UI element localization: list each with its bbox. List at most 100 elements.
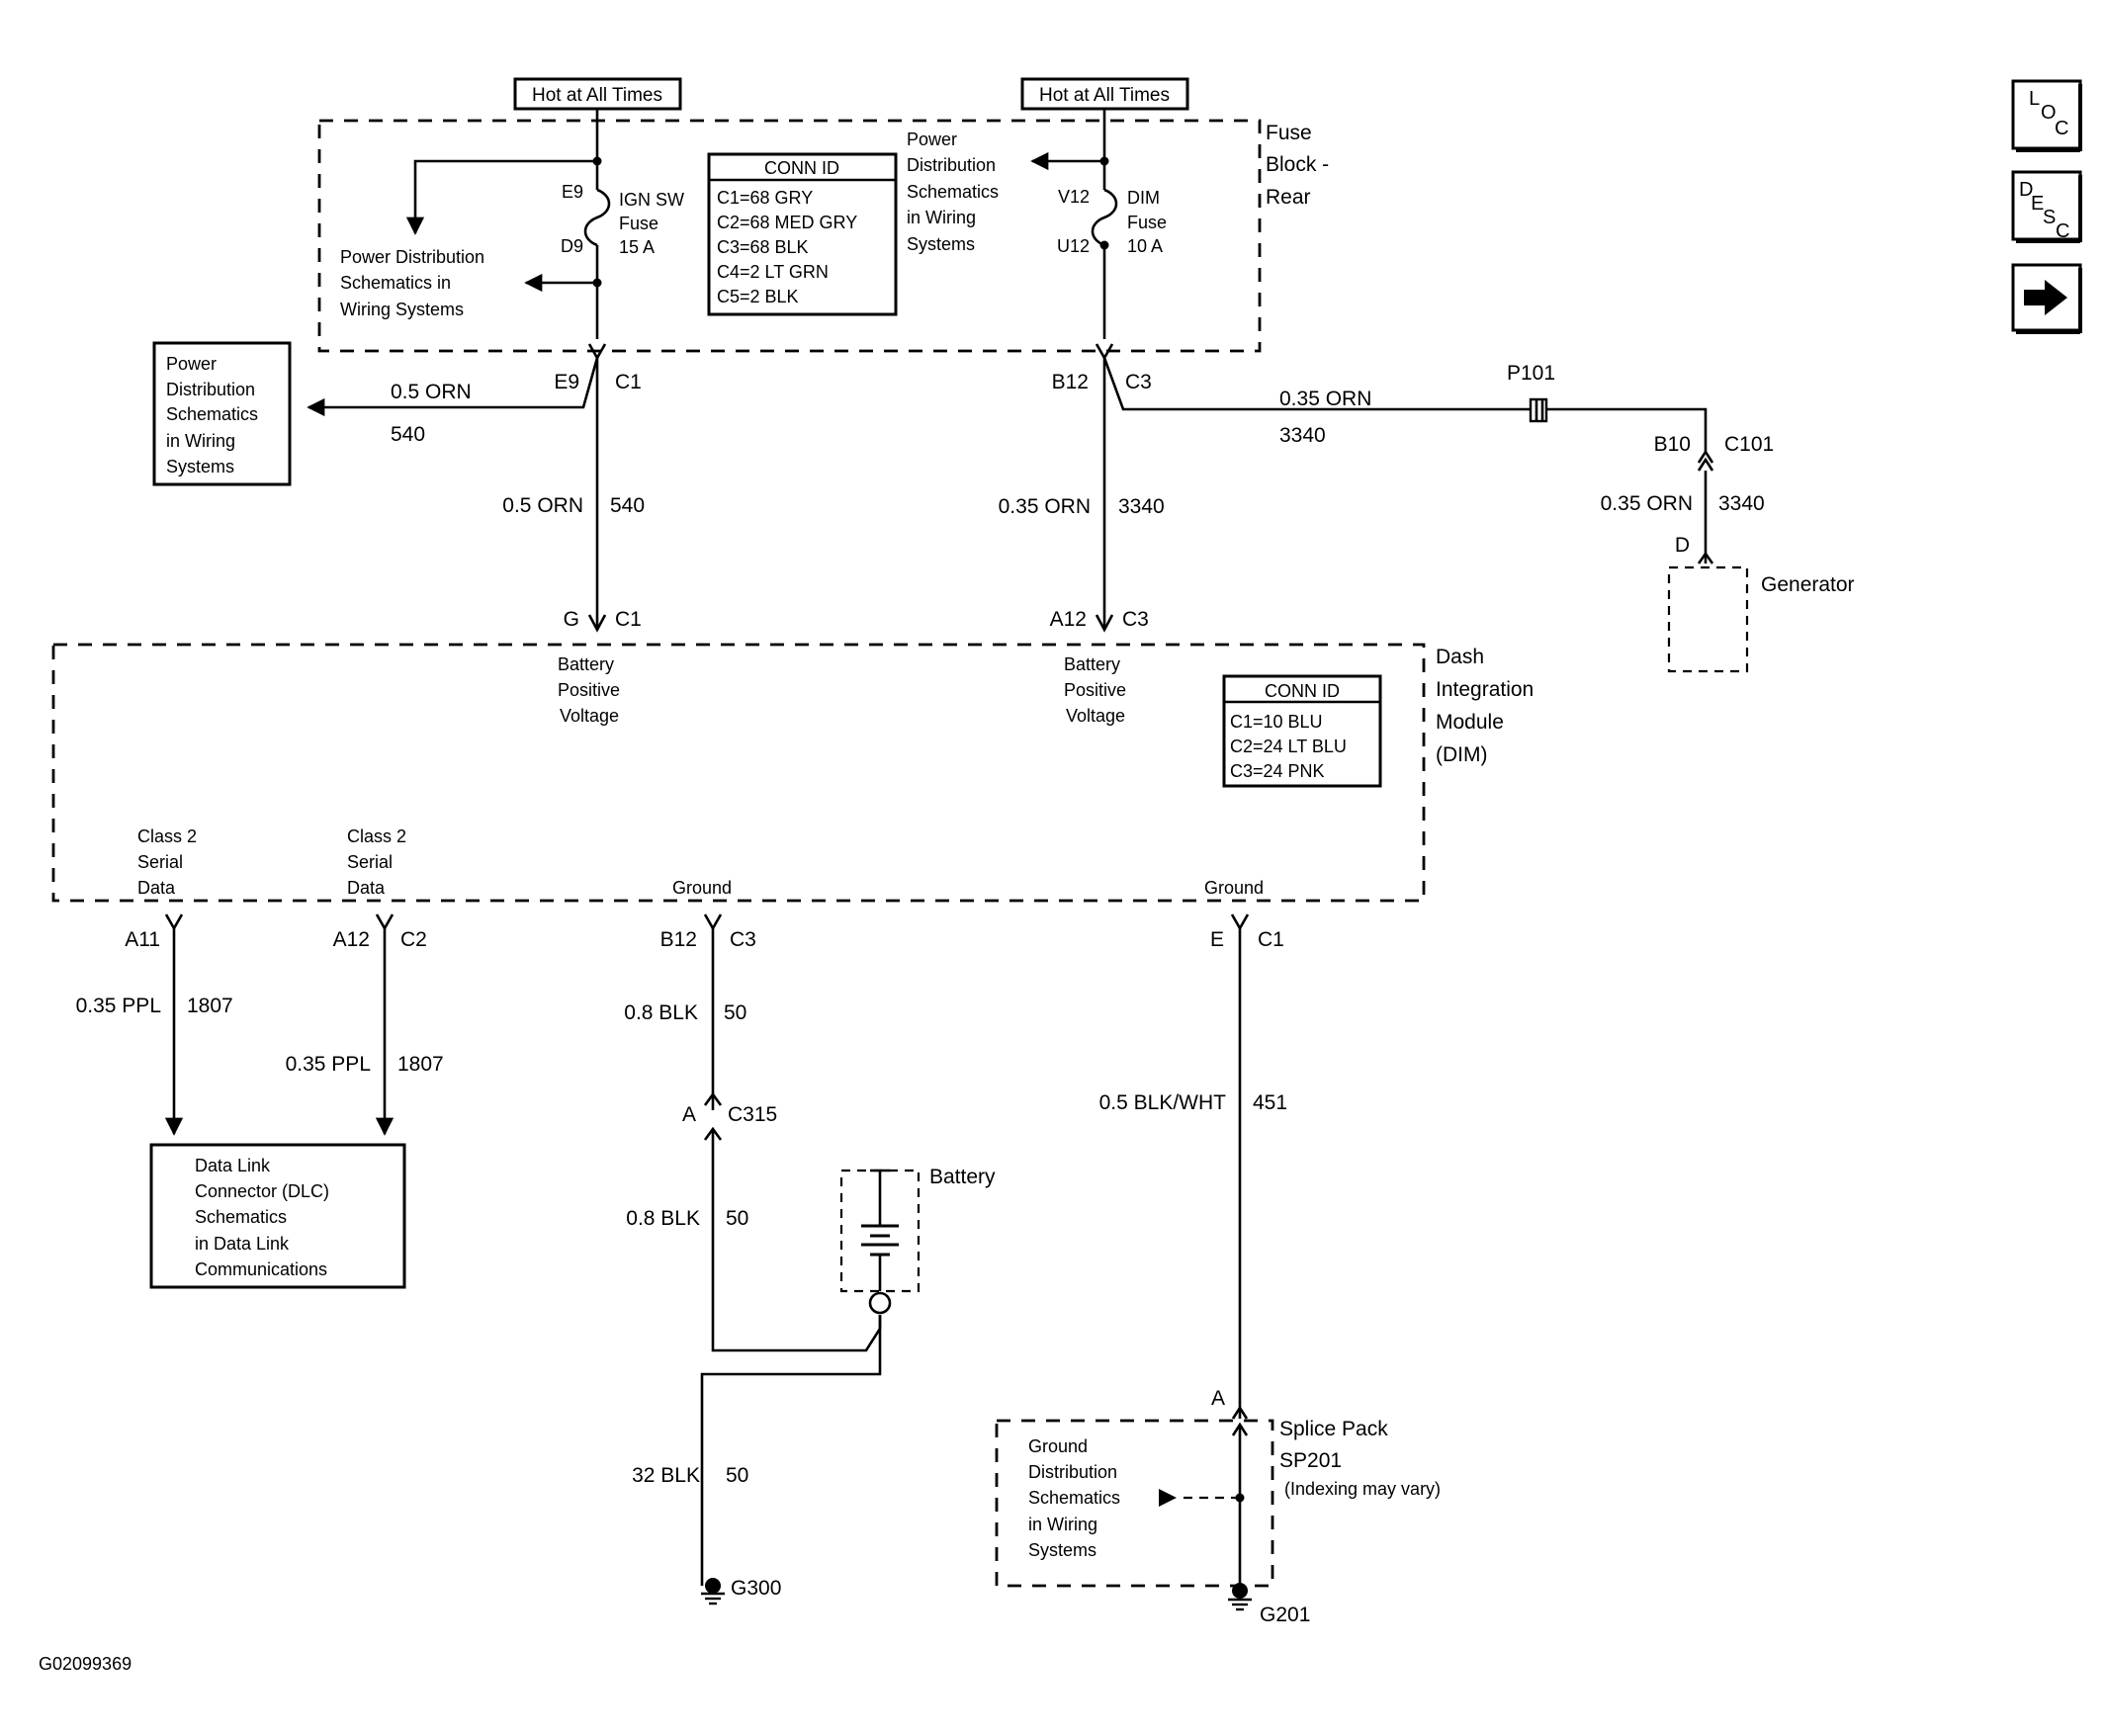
fuse-left-name-1: IGN SW: [619, 190, 684, 210]
wire-451-gauge: 0.5 BLK/WHT: [1099, 1091, 1227, 1114]
conn-b10-pin: B10: [1654, 433, 1691, 456]
dlc-line-3: Schematics: [195, 1207, 287, 1227]
wire-50-b-gauge: 0.8 BLK: [626, 1207, 700, 1230]
next-button[interactable]: [2011, 263, 2082, 334]
pd-left-line-1: Power Distribution: [340, 247, 484, 267]
conn-id-row-2: C2=68 MED GRY: [717, 213, 857, 232]
desc-e: E: [2031, 193, 2044, 215]
dlc-box: Data Link Connector (DLC) Schematics in …: [149, 1143, 406, 1289]
bpv-left-1: Battery: [558, 654, 614, 674]
gd-line-1: Ground: [1028, 1436, 1088, 1456]
pd-box-line-1: Power: [166, 354, 217, 374]
loc-l: L: [2029, 88, 2040, 110]
wire-1807-b-gauge: 0.35 PPL: [286, 1053, 371, 1076]
class2-a-3: Data: [137, 878, 176, 898]
conn-e9-c1: C1: [615, 371, 642, 393]
class2-b-2: Serial: [347, 852, 393, 872]
wire-50-c-gauge: 32 BLK: [632, 1464, 700, 1487]
p101-inline: [1529, 397, 1548, 423]
conn-id-title: CONN ID: [764, 158, 839, 178]
fuse-left-name-3: 15 A: [619, 237, 655, 257]
pd-right-line-2: Distribution: [907, 155, 996, 175]
dim-conn-id-row-2: C2=24 LT BLU: [1230, 737, 1347, 756]
g201-label: G201: [1260, 1604, 1310, 1626]
conn-a12-bot-c2: C2: [400, 928, 427, 951]
conn-b12-bot-pin: B12: [660, 928, 697, 951]
generator: Generator: [1667, 565, 1855, 673]
pd-right-line-5: Systems: [907, 234, 975, 254]
fuse-block-title-1: Fuse: [1266, 122, 1312, 144]
conn-a-c315: C315: [728, 1103, 777, 1126]
dim-conn-id-row-1: C1=10 BLU: [1230, 712, 1323, 732]
gd-line-3: Schematics: [1028, 1488, 1120, 1508]
pd-box-line-4: in Wiring: [166, 431, 235, 451]
dim-conn-id-title: CONN ID: [1265, 681, 1340, 701]
wire-3340-v-gauge: 0.35 ORN: [999, 495, 1091, 518]
battery: Battery: [839, 1166, 996, 1315]
wire-3340-gen-circuit: 3340: [1718, 492, 1765, 515]
fuse-block-rear: Fuse Block - Rear Hot at All Times Hot a…: [317, 77, 1329, 353]
conn-b12-top-pin: B12: [1052, 371, 1089, 393]
dim-title-2: Integration: [1436, 678, 1534, 701]
ground-g300: G300: [701, 1577, 781, 1606]
dim-title-1: Dash: [1436, 646, 1484, 668]
conn-e-pin: E: [1210, 928, 1224, 951]
class2-b-1: Class 2: [347, 826, 406, 846]
dim-title-3: Module: [1436, 711, 1504, 734]
splice-pack-sp201: Ground Distribution Schematics in Wiring…: [995, 1418, 1441, 1589]
desc-button[interactable]: D E S C: [2011, 170, 2082, 243]
conn-e-c1: C1: [1258, 928, 1284, 951]
conn-b12-bot-c3: C3: [730, 928, 756, 951]
conn-a-c315-pin: A: [682, 1103, 696, 1126]
dlc-line-5: Communications: [195, 1259, 327, 1279]
desc-c: C: [2056, 220, 2069, 242]
conn-b12-top-c3: C3: [1125, 371, 1152, 393]
pd-right-line-3: Schematics: [907, 182, 999, 202]
loc-c: C: [2055, 118, 2068, 139]
arrow-right-icon: [2024, 280, 2067, 315]
circuit-1807: A11 0.35 PPL 1807 A12 C2 0.35 PPL 1807: [76, 913, 444, 1136]
wire-540-h-gauge: 0.5 ORN: [391, 381, 472, 403]
conn-a12-top-pin: A12: [1050, 608, 1087, 631]
conn-id-row-4: C4=2 LT GRN: [717, 262, 829, 282]
conn-e9-pin: E9: [554, 371, 579, 393]
pd-right-line-1: Power: [907, 130, 957, 149]
hot-label-right-box: [1020, 77, 1189, 111]
dlc-line-4: in Data Link: [195, 1234, 290, 1254]
desc-d: D: [2019, 179, 2033, 201]
conn-d: D: [1675, 534, 1690, 557]
wire-1807-a-circuit: 1807: [187, 995, 233, 1017]
wire-50-a-circuit: 50: [724, 1001, 746, 1024]
fuse-block-title-3: Rear: [1266, 186, 1311, 209]
dash-integration-module: Dash Integration Module (DIM) Battery Po…: [51, 643, 1534, 903]
power-distribution-box: Power Distribution Schematics in Wiring …: [152, 341, 292, 486]
conn-g-pin: G: [564, 608, 579, 631]
class2-a-1: Class 2: [137, 826, 197, 846]
pd-left-line-2: Schematics in: [340, 273, 451, 293]
battery-terminal: [868, 1291, 892, 1315]
ign-sw-fuse: E9 D9 IGN SW Fuse 15 A Power Distributio…: [340, 109, 684, 339]
circuit-3340: B12 C3 P101 0.35 ORN 3340 B10 C101 0.35 …: [999, 343, 1774, 633]
ground-b: Ground: [1204, 878, 1264, 898]
bpv-left-2: Positive: [558, 680, 620, 700]
wire-3340-h-circuit: 3340: [1279, 424, 1326, 447]
wire-50-b-circuit: 50: [726, 1207, 748, 1230]
dim-conn-id: CONN ID C1=10 BLU C2=24 LT BLU C3=24 PNK: [1222, 674, 1382, 788]
conn-id-row-1: C1=68 GRY: [717, 188, 813, 208]
fuse-right-top-pin: V12: [1058, 187, 1090, 207]
pd-left-line-3: Wiring Systems: [340, 300, 464, 319]
dim-conn-id-row-3: C3=24 PNK: [1230, 761, 1325, 781]
figure-id: G02099369: [39, 1654, 132, 1674]
wire-3340-h-gauge: 0.35 ORN: [1279, 388, 1371, 410]
conn-g-c1: C1: [615, 608, 642, 631]
fuse-right-name-3: 10 A: [1127, 236, 1163, 256]
conn-a12-bot-pin: A12: [333, 928, 370, 951]
generator-label: Generator: [1761, 573, 1855, 596]
fuse-right-name-1: DIM: [1127, 188, 1160, 208]
gd-line-5: Systems: [1028, 1540, 1096, 1560]
loc-button[interactable]: L O C: [2011, 79, 2082, 152]
hot-label-right: Hot at All Times: [1039, 85, 1170, 106]
splice-note: (Indexing may vary): [1284, 1479, 1441, 1499]
wire-3340-gen-gauge: 0.35 ORN: [1601, 492, 1693, 515]
conn-a-splice: A: [1211, 1387, 1225, 1410]
